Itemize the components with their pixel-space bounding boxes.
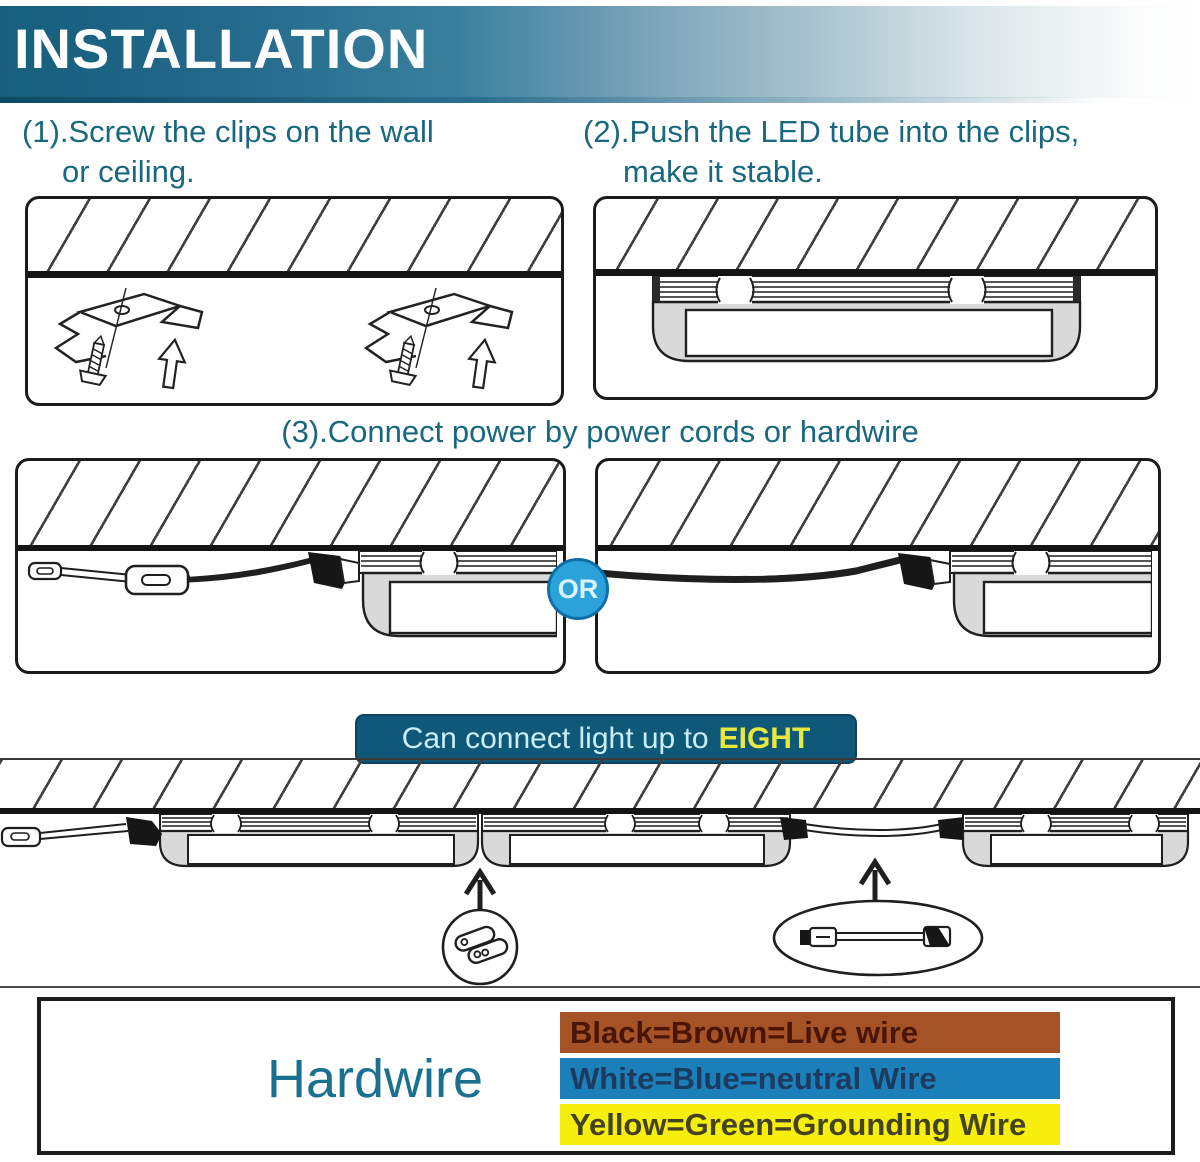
- hardwire-cord-drawing: [598, 551, 1152, 638]
- ceiling-hatch-strip: [0, 758, 1200, 812]
- banner-highlight: EIGHT: [718, 722, 811, 755]
- power-cord-drawing: [0, 817, 162, 848]
- ceiling-hatch: [596, 199, 1155, 269]
- ceiling-line: [0, 808, 1200, 814]
- step3-caption: (3).Connect power by power cords or hard…: [281, 414, 919, 449]
- diffuser-panel: [684, 308, 1054, 358]
- led-fixture-drawing: [651, 276, 1082, 363]
- clips-and-screws-drawing: [54, 286, 514, 391]
- header-band: [0, 6, 1200, 98]
- connector-pins-icon: [441, 908, 519, 986]
- fixture-clip-icon: [1128, 814, 1160, 833]
- step1-caption: (1).Screw the clips on the wall or ceili…: [22, 112, 434, 192]
- fixture-clip-icon: [715, 276, 755, 304]
- step2-caption: (2).Push the LED tube into the clips, ma…: [583, 112, 1079, 192]
- ceiling-hatch: [598, 461, 1158, 545]
- linked-lights-drawing: [0, 814, 1190, 986]
- banner-text: Can connect light up to: [401, 722, 709, 755]
- led-fixture-1: [158, 814, 480, 868]
- switch-icon: [124, 564, 190, 596]
- ceiling-hatch: [18, 461, 563, 545]
- connect-banner: Can connect light up to EIGHT: [355, 714, 857, 764]
- hardwire-title: Hardwire: [266, 1049, 484, 1109]
- ceiling-line: [596, 269, 1155, 276]
- or-label: OR: [557, 573, 599, 604]
- step1-diagram: [25, 196, 564, 406]
- fixture-clip-icon: [947, 276, 987, 304]
- fixture-clip-icon: [1011, 551, 1051, 575]
- page-title: INSTALLATION: [14, 17, 429, 80]
- step3-left-diagram: [15, 458, 566, 674]
- step2-line2: make it stable.: [623, 154, 823, 189]
- header-band-underline: [0, 97, 1200, 103]
- step3-right-diagram: [595, 458, 1161, 674]
- fixture-clip-icon: [698, 814, 730, 833]
- step2-diagram: [593, 196, 1158, 400]
- ceiling-line: [18, 545, 563, 551]
- fixture-clip-icon: [1020, 814, 1052, 833]
- ceiling-line: [28, 271, 561, 278]
- step1-line1: (1).Screw the clips on the wall: [22, 114, 434, 149]
- fixture-clip-icon: [604, 814, 636, 833]
- cord-connector-icon: [126, 817, 162, 846]
- fixture-clip-icon: [419, 551, 459, 575]
- up-arrow-icon: [463, 867, 497, 909]
- power-cord-drawing: [27, 551, 557, 638]
- jumper-cable-icon: [772, 899, 984, 977]
- jumper-cable-drawing: [780, 817, 964, 840]
- led-fixture-2: [480, 814, 792, 868]
- wire-legend-neutral: White=Blue=neutral Wire: [560, 1058, 1060, 1099]
- separator-line: [0, 986, 1200, 988]
- step1-line2: or ceiling.: [62, 154, 195, 189]
- ceiling-line: [598, 545, 1158, 551]
- led-fixture-3: [961, 814, 1190, 868]
- wire-legend-ground: Yellow=Green=Grounding Wire: [560, 1104, 1060, 1145]
- fixture-clip-icon: [210, 814, 242, 833]
- ceiling-hatch: [28, 199, 561, 271]
- or-badge: OR: [547, 558, 609, 620]
- plug-end-icon: [27, 561, 63, 581]
- fixture-clip-icon: [368, 814, 400, 833]
- step2-line1: (2).Push the LED tube into the clips,: [583, 114, 1080, 149]
- up-arrow-icon: [858, 857, 892, 902]
- wire-legend-live: Black=Brown=Live wire: [560, 1012, 1060, 1053]
